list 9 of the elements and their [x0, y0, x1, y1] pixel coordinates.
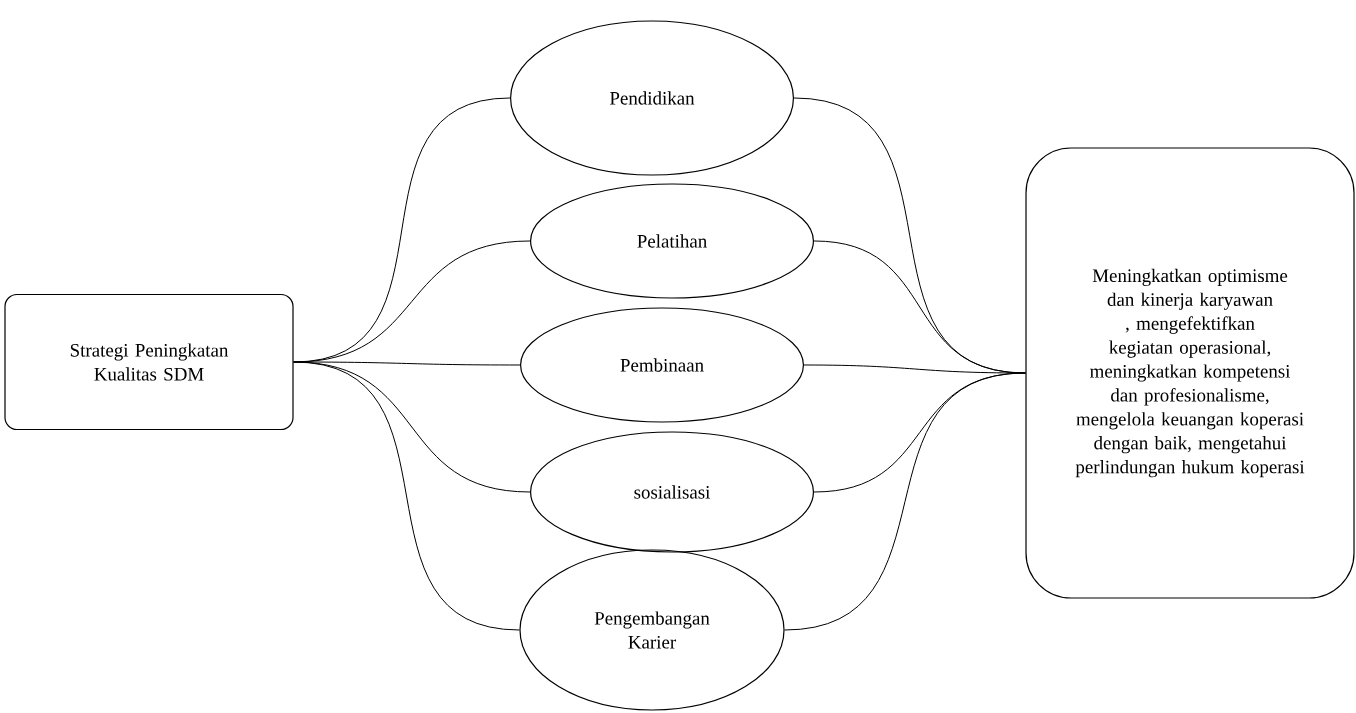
- ellipse-node: sosialisasi: [530, 431, 815, 553]
- connector: [293, 361, 520, 631]
- ellipse-node: Pendidikan: [510, 20, 795, 176]
- ellipse-node: Pelatihan: [530, 183, 815, 299]
- rounded-box: Meningkatkan optimisme dan kinerja karyawan , mengefektifkan kegiatan operasional, meningkatkan kompetensi dan profesionalisme, mengelola keuangan koperasi dengan baik, mengetahui perlindungan hukum koperasi: [1025, 147, 1355, 599]
- ellipse-node: Pembinaan: [520, 307, 805, 423]
- ellipse-node: Pengembangan Karier: [519, 549, 785, 711]
- rounded-box: Strategi Peningkatan Kualitas SDM: [4, 293, 294, 431]
- connector: [784, 372, 1026, 631]
